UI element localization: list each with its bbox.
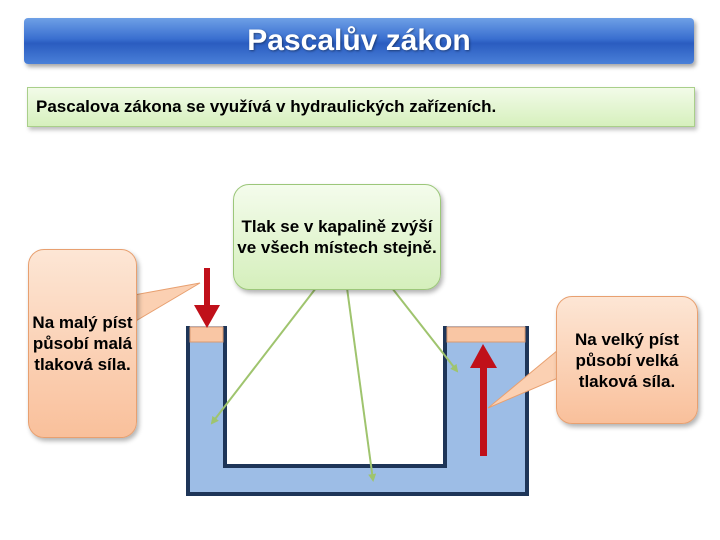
center-callout-text: Tlak se v kapalině zvýší ve všech místec… bbox=[237, 217, 437, 257]
title-bar: Pascalův zákon bbox=[24, 18, 694, 64]
left-callout-tail bbox=[133, 282, 201, 323]
slide-title: Pascalův zákon bbox=[247, 24, 471, 57]
right-callout: Na velký píst působí velká tlaková síla. bbox=[556, 296, 698, 424]
pressure-arrows bbox=[210, 287, 459, 482]
hydraulic-liquid bbox=[188, 326, 527, 494]
large-force-arrow bbox=[470, 344, 497, 456]
slide-subtitle: Pascalova zákona se využívá v hydraulick… bbox=[36, 97, 497, 116]
large-piston bbox=[446, 326, 526, 343]
small-piston bbox=[189, 326, 224, 343]
left-callout-text: Na malý píst působí malá tlaková síla. bbox=[32, 313, 133, 374]
center-callout: Tlak se v kapalině zvýší ve všech místec… bbox=[233, 184, 441, 290]
small-force-arrow bbox=[194, 268, 220, 328]
left-callout: Na malý píst působí malá tlaková síla. bbox=[28, 249, 137, 438]
container-outline bbox=[186, 326, 529, 496]
right-callout-text: Na velký píst působí velká tlaková síla. bbox=[575, 329, 679, 391]
subtitle-bar: Pascalova zákona se využívá v hydraulick… bbox=[27, 87, 695, 127]
